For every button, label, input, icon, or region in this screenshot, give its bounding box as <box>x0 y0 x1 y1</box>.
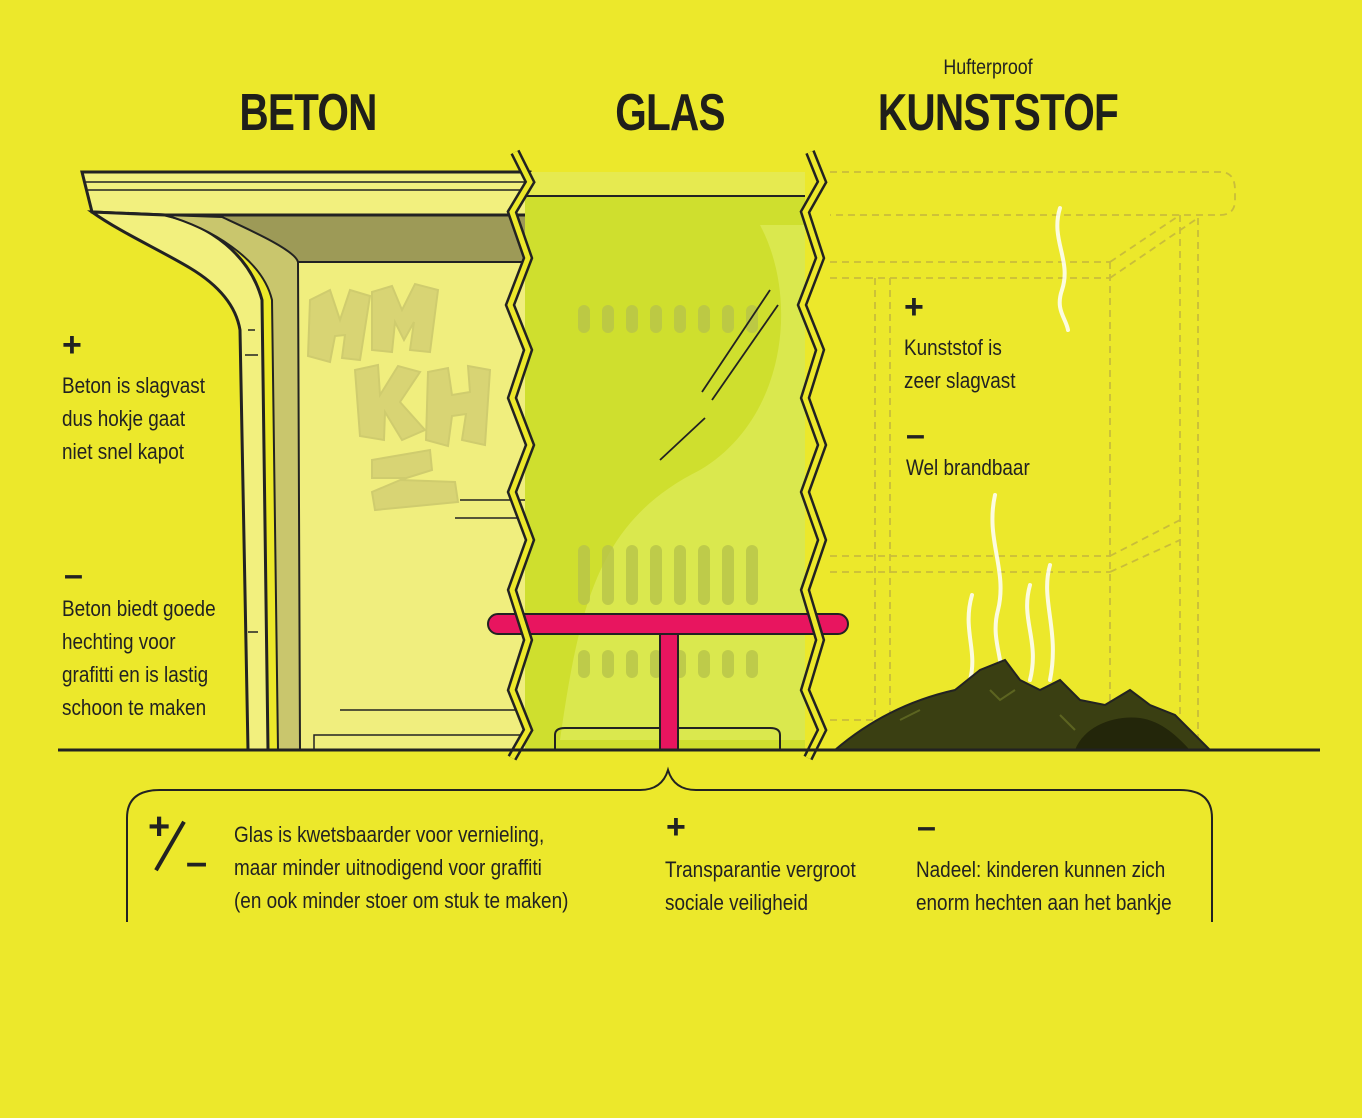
bottom-brace <box>126 766 1213 922</box>
graffiti-icon <box>306 282 492 512</box>
beton-title: BETON <box>239 84 377 142</box>
mixed-text: Glas is kwetsbaarder voor vernieling, ma… <box>234 822 569 913</box>
bottom-pro-sign: + <box>666 808 686 846</box>
glas-title: GLAS <box>615 84 725 142</box>
beton-con-sign: – <box>64 556 83 594</box>
bench-icon <box>487 613 849 751</box>
burnt-debris-icon <box>832 658 1213 751</box>
smoke-icon <box>966 206 1070 682</box>
kunststof-title: KUNSTSTOF <box>877 84 1119 142</box>
kunststof-pro-sign: + <box>904 288 924 326</box>
kunststof-pro-text: Kunststof is zeer slagvast <box>904 335 1016 393</box>
beton-pro-sign: + <box>62 326 82 364</box>
kunststof-subtitle: Hufterproof <box>943 56 1033 79</box>
mixed-sign-plus: + <box>148 806 171 848</box>
bottom-con-sign: – <box>917 808 936 846</box>
kunststof-con-text: Wel brandbaar <box>906 455 1030 480</box>
beton-pro-text: Beton is slagvast dus hokje gaat niet sn… <box>62 373 206 464</box>
mixed-sign-minus: – <box>186 842 208 884</box>
beton-con-text: Beton biedt goede hechting voor grafitti… <box>62 596 216 720</box>
bottom-con-text: Nadeel: kinderen kunnen zich enorm hecht… <box>916 857 1172 915</box>
bottom-pro-text: Transparantie vergroot sociale veilighei… <box>665 857 856 915</box>
kunststof-con-sign: – <box>906 416 925 454</box>
beton-shelter <box>80 170 532 752</box>
glas-shelter <box>487 172 849 751</box>
